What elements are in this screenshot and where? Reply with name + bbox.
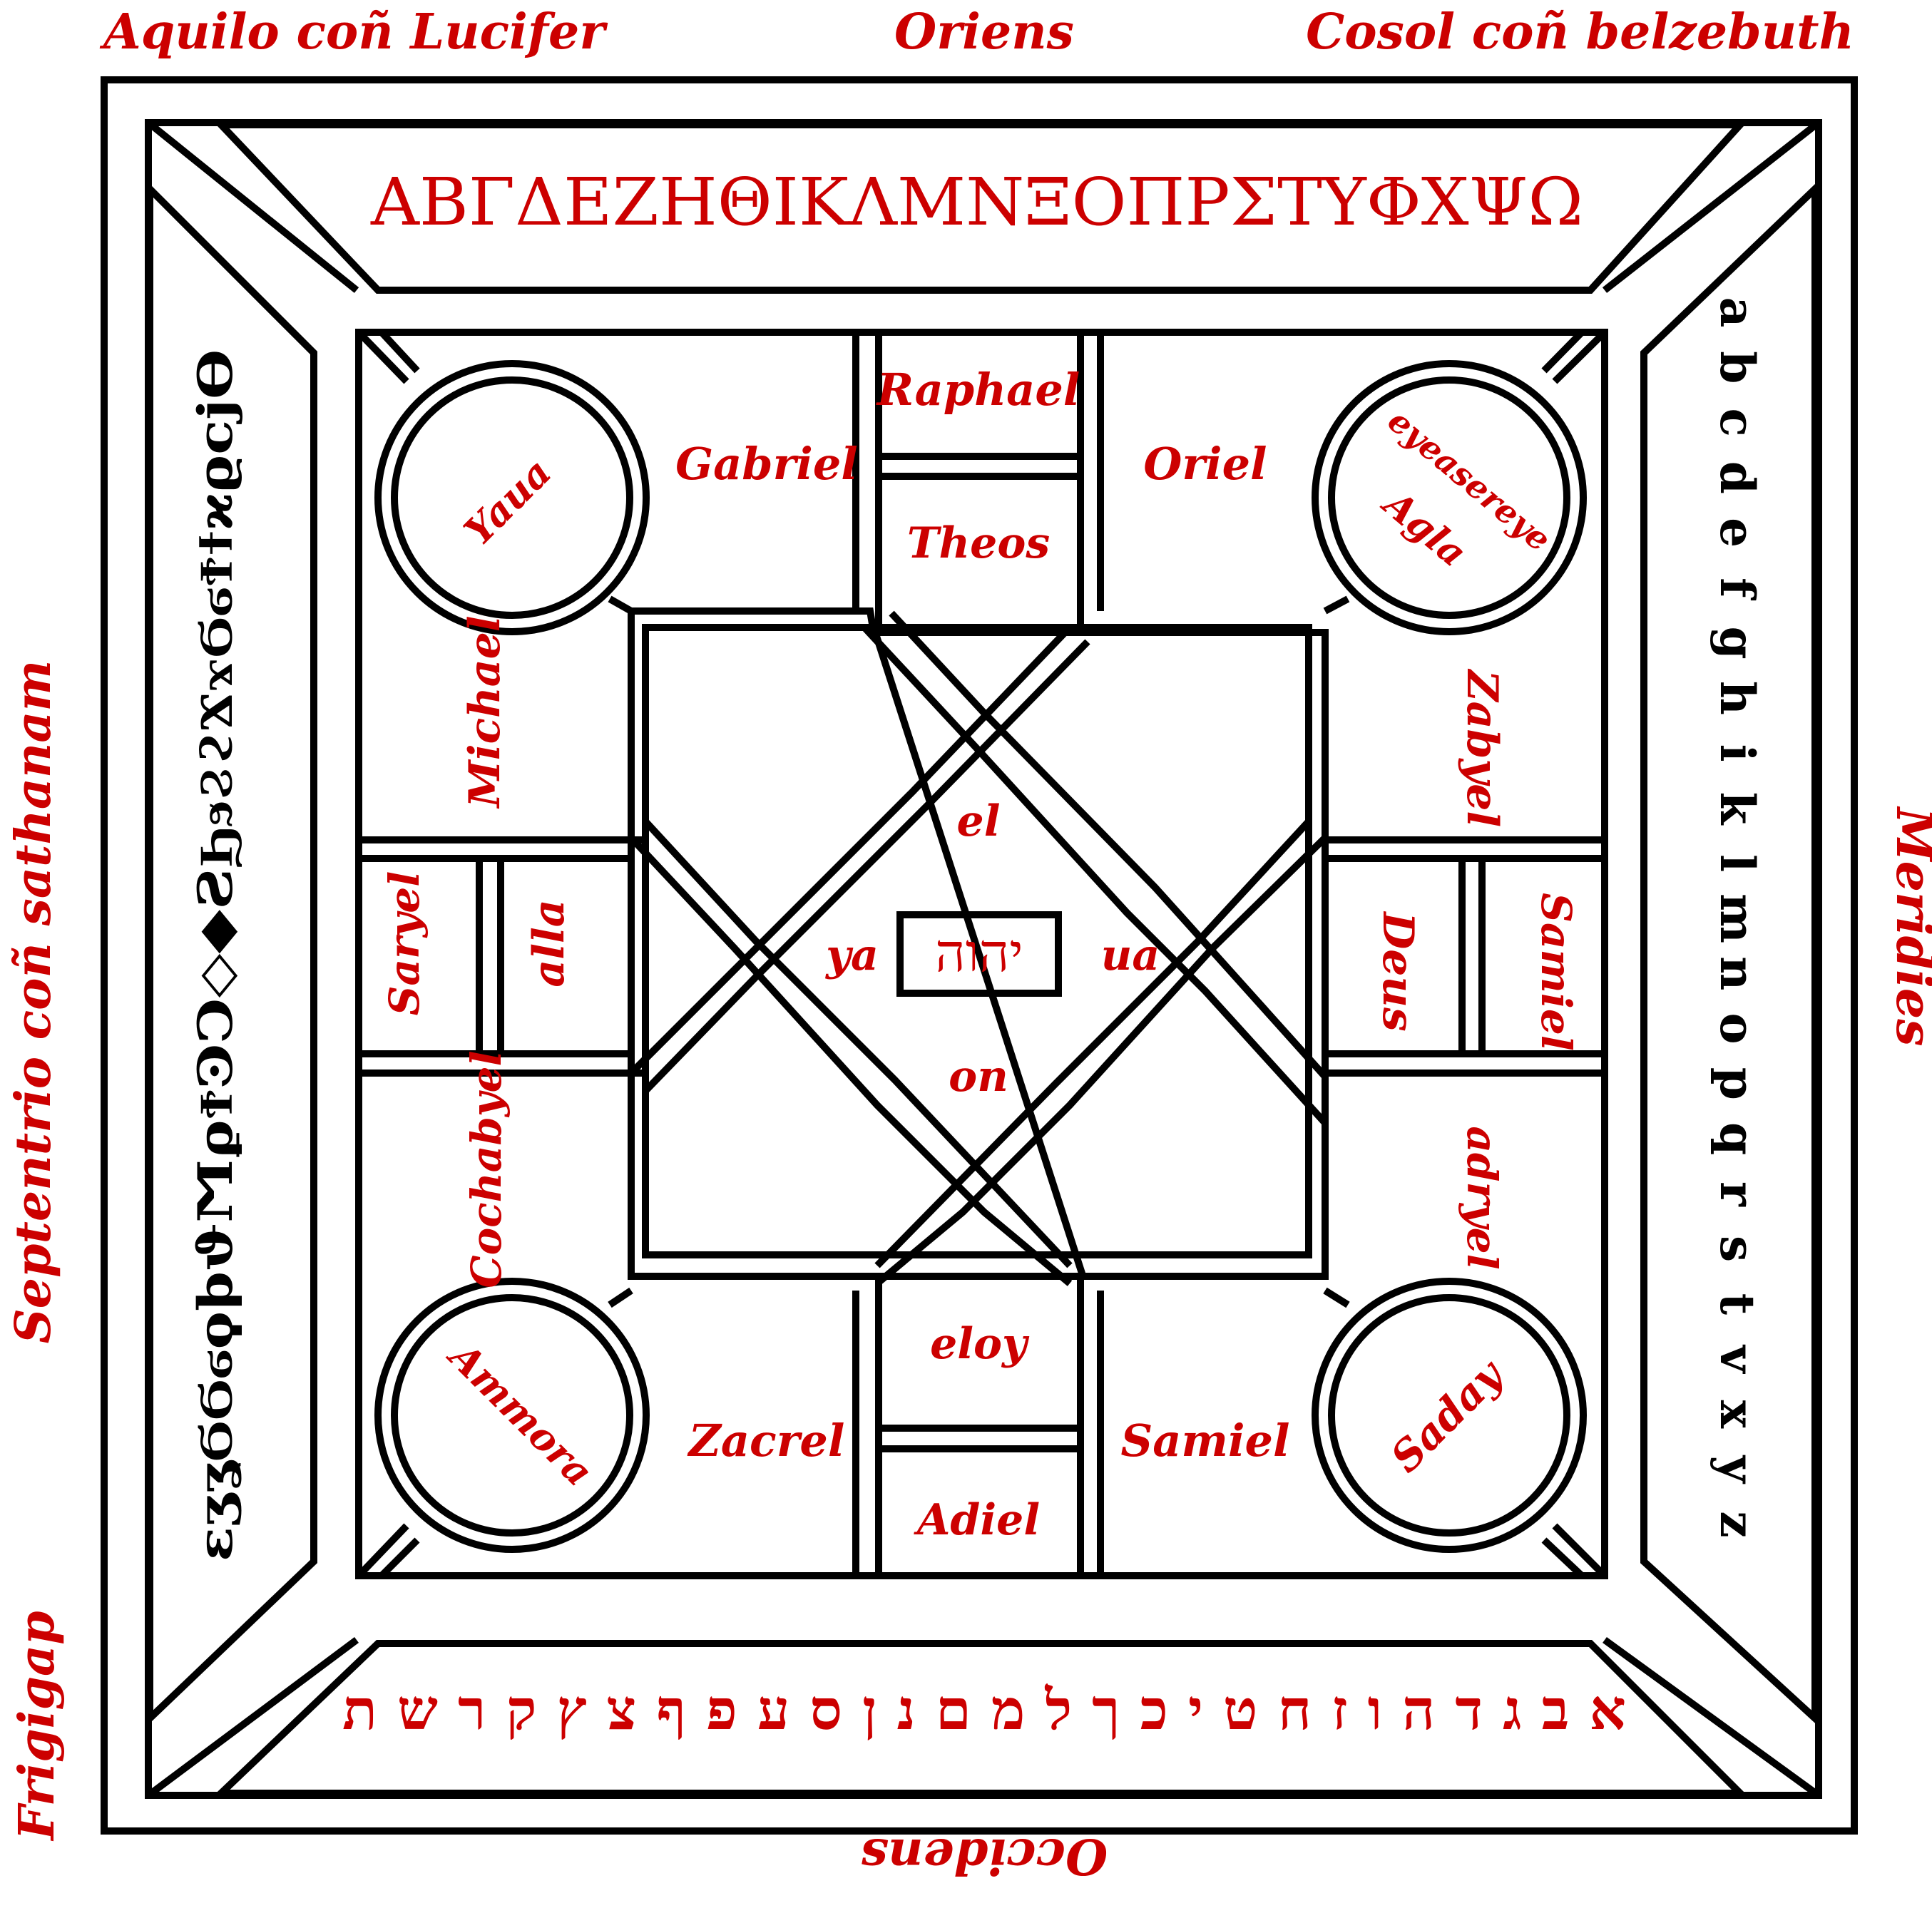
latin-letter: g [1709,627,1765,660]
label-saryel: Saryel [380,871,429,1016]
label-gabriel: Gabriel [675,438,858,490]
greek-alphabet: ΑΒΓΔΕΖΗΘΙΚΛΜΝΞΟΠΡΣΤΥΦΧΨΩ [370,164,1583,240]
glyph-alphabet: ɛʒʓϬϬϭϙϸϑϺϼϮϿϽ◇◆ƧϦϧϨϩϪϫϬϭϮϯϰϱϲϳϴ [188,349,243,1561]
direction-west: Occidens [861,1827,1108,1884]
latin-letter: p [1709,1067,1765,1100]
center-octagon [628,607,1329,1280]
hebrew-alphabet: א ב ג ד ה ו ז ח ט י כ ך ל מ ם נ ן ס ע פ … [342,1678,1626,1743]
latin-letter: r [1709,1181,1765,1207]
latin-letter: e [1709,518,1765,548]
label-el: el [957,796,1001,846]
glyph-band [146,180,317,1727]
label-zabyel: Zabyel [1457,669,1507,827]
circle-bottom-right-outer [1312,1278,1587,1553]
circle-top-left-outer [374,360,650,635]
circle-name-saday: Saday [1381,1349,1514,1482]
latin-letter: z [1709,1511,1765,1537]
latin-letter: l [1709,854,1765,872]
circle-name-ammora: Ammora [439,1331,603,1495]
latin-letter: q [1709,1122,1765,1155]
latin-letter: a [1709,297,1765,328]
latin-letter: t [1709,1293,1765,1315]
latin-letter: c [1709,408,1765,436]
corner-top-left: Aquilo coñ Lucifer [99,4,608,61]
label-cochabyel: Cochabyel [462,1050,511,1288]
frame-lines [101,76,1858,1835]
latin-letter: o [1709,1013,1765,1045]
direction-south: Meridies [1885,806,1932,1046]
inner-square [355,329,1608,1579]
latin-letter: v [1709,1344,1765,1374]
tetragrammaton: יהוה [935,923,1023,984]
label-theos: Theos [907,518,1050,568]
label-ya: ya [824,930,879,980]
latin-letter: i [1709,744,1765,762]
corner-bottom-left: Frigigap [9,1611,66,1841]
latin-letter: h [1709,681,1765,715]
outer-border [101,76,1858,1835]
hebrew-band [212,1640,1749,1797]
label-adiel: Adiel [914,1495,1040,1545]
label-alla: alla [524,899,574,987]
label-on: on [949,1052,1008,1102]
label-adryel: adryel [1458,1126,1506,1269]
label-michael: Michael [460,615,510,809]
circle-name-yaua: Yaua [455,449,560,554]
label-samiel-bottom: Samiel [1120,1415,1289,1467]
latin-letter: k [1709,792,1765,826]
corner-top-right: Cosol coñ belzebuth [1306,4,1854,61]
latin-letter: y [1709,1455,1765,1484]
label-samiel-right: Samiel [1532,893,1580,1051]
label-raphael: Raphael [876,364,1080,416]
latin-band [1640,180,1819,1727]
circle-top-right-outer [1312,360,1587,635]
latin-letter: b [1709,351,1765,384]
label-ua: ua [1101,930,1160,980]
latin-letter: n [1709,956,1765,990]
latin-letter: m [1709,893,1765,943]
label-deus: Deus [1373,911,1423,1032]
label-oriel: Oriel [1143,438,1267,490]
direction-east: Oriens [894,4,1074,61]
greek-band [213,121,1749,294]
direction-north: Septentrio coñ sathanam [5,660,62,1344]
latin-letter: f [1709,578,1765,600]
tetragrammaton-box [896,911,1062,997]
latin-letter: s [1709,1236,1765,1262]
latin-letter: x [1709,1400,1765,1429]
label-eloy: eloy [930,1319,1030,1369]
label-zacrel: Zacrel [687,1415,845,1467]
latin-letter: d [1709,461,1765,494]
circle-bottom-left-outer [374,1278,650,1553]
